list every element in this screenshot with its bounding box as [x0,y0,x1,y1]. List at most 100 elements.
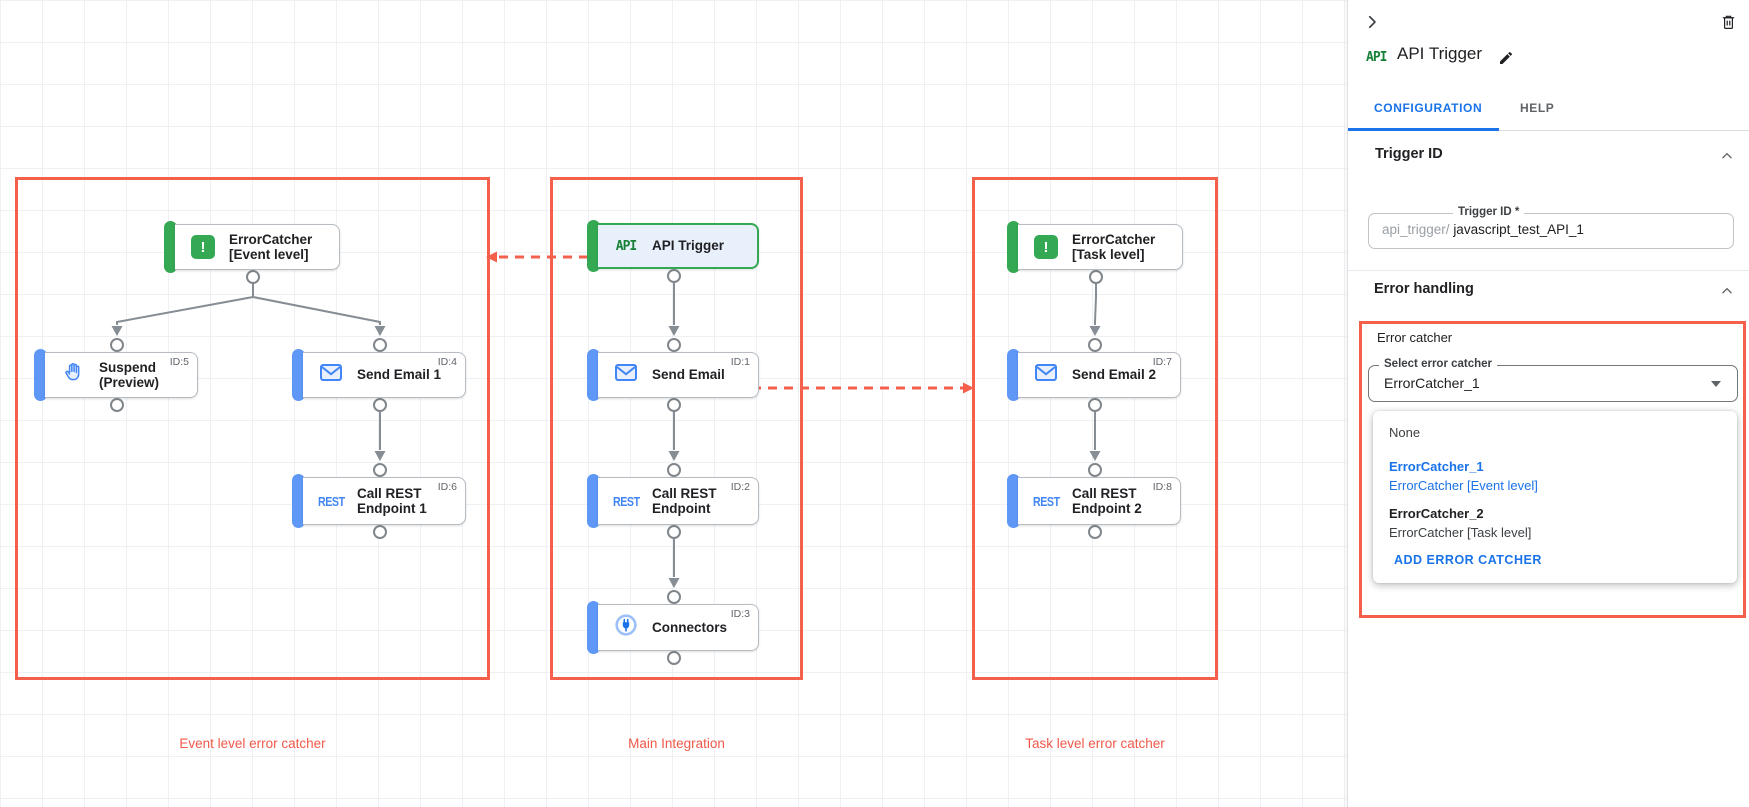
task-id-badge: ID:6 [437,481,457,493]
node-label: ErrorCatcher [Task level] [1072,231,1156,262]
edge-line [252,283,381,325]
node-call-rest-2[interactable]: ID:8 REST Call REST Endpoint 2 [1007,474,1181,528]
panel-title: API Trigger [1397,44,1483,63]
select-error-catcher-value: ErrorCatcher_1 [1384,375,1480,391]
trigger-id-field[interactable]: Trigger ID * api_trigger/ javascript_tes… [1368,206,1734,249]
menu-option-errorcatcher-1[interactable]: ErrorCatcher_1 [1389,459,1484,474]
input-port [373,463,387,477]
menu-option-errorcatcher-1-desc[interactable]: ErrorCatcher [Event level] [1389,478,1538,493]
pencil-icon [1498,50,1514,69]
input-port [110,338,124,352]
menu-option-errorcatcher-2-desc[interactable]: ErrorCatcher [Task level] [1389,525,1532,540]
add-error-catcher-button[interactable]: ADD ERROR CATCHER [1394,553,1542,567]
output-port [373,525,387,539]
node-api-trigger[interactable]: API API Trigger [587,220,759,272]
edge-arrowhead [374,451,386,461]
error-catcher-select[interactable]: Select error catcher ErrorCatcher_1 [1368,358,1738,402]
collapse-error-handling-icon[interactable] [1720,284,1736,300]
node-accent-bar [587,349,600,401]
task-id-badge: ID:1 [730,356,750,368]
task-level-error-catcher-group-caption: Task level error catcher [1025,736,1165,751]
error-catcher-dropdown-menu: None ErrorCatcher_1 ErrorCatcher [Event … [1373,411,1737,583]
node-card: ID:1 Send Email [598,352,759,398]
output-port [1089,270,1103,284]
task-id-badge: ID:7 [1152,356,1172,368]
node-suspend[interactable]: ID:5 Suspend (Preview) [34,349,198,401]
menu-option-errorcatcher-2[interactable]: ErrorCatcher_2 [1389,506,1484,521]
node-label: Call REST Endpoint 1 [357,485,427,516]
menu-option-none[interactable]: None [1389,425,1421,440]
node-error-catcher-event[interactable]: ! ErrorCatcher [Event level] [164,221,340,273]
input-port [667,590,681,604]
trigger-id-value: api_trigger/ javascript_test_API_1 [1382,222,1584,237]
node-accent-bar [1007,349,1020,401]
rest-icon: REST [1032,493,1060,509]
input-port [667,463,681,477]
email-icon [320,364,342,386]
node-card: ID:6 REST Call REST Endpoint 1 [303,477,466,525]
rest-icon: REST [317,493,345,509]
node-send-email-2[interactable]: ID:7 Send Email 2 [1007,349,1181,401]
node-connectors[interactable]: ID:3 Connectors [587,601,759,654]
input-port [1088,338,1102,352]
task-id-badge: ID:4 [437,356,457,368]
main-integration-group [550,177,803,680]
node-card: ID:4 Send Email 1 [303,352,466,398]
config-panel: API API Trigger CONFIGURATION HELP Trigg… [1347,0,1749,807]
node-send-email-1[interactable]: ID:4 Send Email 1 [292,349,466,401]
node-accent-bar [1007,474,1020,528]
active-tab-underline [1348,128,1499,131]
input-port [1088,463,1102,477]
error-route-arrowhead [486,251,497,263]
tab-configuration[interactable]: CONFIGURATION [1374,101,1483,115]
collapse-panel-button[interactable] [1360,11,1384,35]
edge-arrowhead [668,326,680,336]
node-label: ErrorCatcher [Event level] [229,231,313,262]
trigger-id-text: javascript_test_API_1 [1453,222,1584,237]
error-catcher-label: Error catcher [1377,330,1453,345]
node-label: Suspend (Preview) [99,359,160,390]
node-card: ! ErrorCatcher [Task level] [1018,224,1183,270]
panel-tabs: CONFIGURATION HELP [1348,92,1749,131]
error-catcher-highlight-box [1359,321,1746,618]
output-port [667,269,681,283]
email-icon [615,364,637,386]
node-call-rest[interactable]: ID:2 REST Call REST Endpoint [587,474,759,528]
section-divider [1348,270,1749,271]
task-id-badge: ID:2 [730,481,750,493]
node-accent-bar [1007,221,1020,273]
node-accent-bar [164,221,177,273]
output-port [1088,398,1102,412]
node-label: API Trigger [652,238,725,254]
select-error-catcher-label: Select error catcher [1379,358,1498,370]
node-card: ID:2 REST Call REST Endpoint [598,477,759,525]
node-label: Send Email [652,367,725,383]
node-card: ID:5 Suspend (Preview) [45,352,198,398]
node-card: API API Trigger [598,223,759,269]
collapse-trigger-id-icon[interactable] [1720,149,1736,165]
trigger-id-field-label: Trigger ID * [1453,206,1525,218]
output-port [667,651,681,665]
delete-trigger-button[interactable] [1716,11,1740,35]
task-level-error-catcher-group [972,177,1218,680]
node-error-catcher-task[interactable]: ! ErrorCatcher [Task level] [1007,221,1183,273]
api-icon: API [615,238,638,254]
connector-icon [614,613,638,642]
event-level-error-catcher-group-caption: Event level error catcher [179,736,326,751]
connector-layer [110,251,1103,665]
error-catcher-icon: ! [1034,235,1058,259]
edit-title-button[interactable] [1494,47,1518,71]
error-route-arrowhead [963,382,974,394]
rest-icon: REST [612,493,640,509]
node-send-email[interactable]: ID:1 Send Email [587,349,759,401]
node-call-rest-1[interactable]: ID:6 REST Call REST Endpoint 1 [292,474,466,528]
task-id-badge: ID:8 [1152,481,1172,493]
hand-icon [63,362,84,388]
error-handling-section-title: Error handling [1374,281,1474,297]
tab-help[interactable]: HELP [1520,101,1555,115]
chevron-right-icon [1363,13,1381,34]
node-accent-bar [587,220,600,272]
node-label: Connectors [652,619,728,635]
